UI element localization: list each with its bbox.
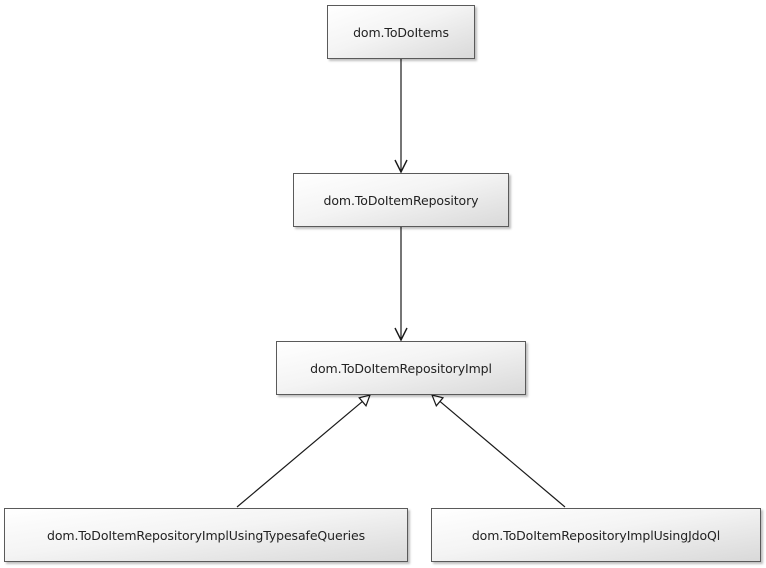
class-box-todoitem-repository-impl[interactable]: dom.ToDoItemRepositoryImpl [276, 341, 526, 395]
edge-impl-jdoql-to-repository-impl [431, 394, 566, 508]
edge-todoitems-to-repository [394, 59, 408, 174]
class-name-label: dom.ToDoItemRepositoryImplUsingJdoQl [471, 527, 721, 543]
class-name-label: dom.ToDoItemRepositoryImpl [310, 360, 492, 376]
class-name-label: dom.ToDoItemRepository [323, 192, 479, 208]
class-name-label: dom.ToDoItemRepositoryImplUsingTypesafeQ… [47, 527, 365, 543]
class-box-todoitem-repository[interactable]: dom.ToDoItemRepository [293, 173, 509, 227]
edge-repository-to-repository-impl [394, 227, 408, 342]
edge-impl-typesafe-to-repository-impl [236, 394, 371, 508]
class-box-impl-using-typesafe-queries[interactable]: dom.ToDoItemRepositoryImplUsingTypesafeQ… [4, 508, 408, 562]
class-box-impl-using-jdoql[interactable]: dom.ToDoItemRepositoryImplUsingJdoQl [431, 508, 761, 562]
class-box-todoitems[interactable]: dom.ToDoItems [327, 5, 475, 59]
class-name-label: dom.ToDoItems [353, 24, 449, 40]
